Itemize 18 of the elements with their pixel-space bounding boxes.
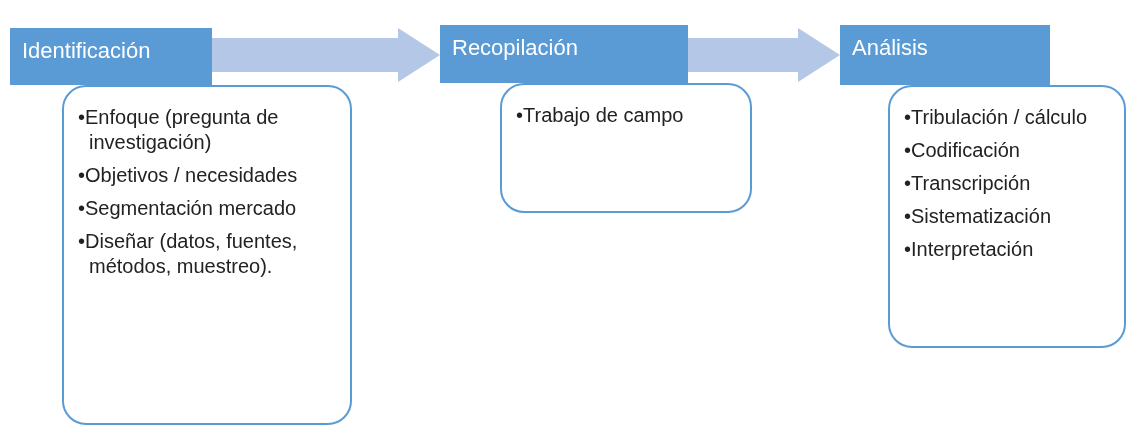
bullet-item: •Objetivos / necesidades [78,163,299,188]
content-box [62,85,352,425]
arrow [688,28,840,82]
bullet-item: •Segmentación mercado [78,196,298,221]
arrow [212,28,440,82]
bullet-item: •Trabajo de campo [516,103,685,128]
header-box: Recopilación [440,25,688,83]
bullet-item: •Transcripción [904,171,1032,196]
bullet-item: •Enfoque (pregunta de investigación) [78,105,280,155]
bullet-item: •Diseñar (datos, fuentes, métodos, muestreo). [78,229,299,279]
content-box [888,85,1126,348]
header-box: Análisis [840,25,1050,85]
bullet-item: •Sistematización [904,204,1053,229]
header-box: Identificación [10,28,212,85]
bullet-item: •Codificación [904,138,1021,163]
bullet-item: •Interpretación [904,237,1035,262]
bullet-item: •Tribulación / cálculo [904,105,1088,130]
content-box [500,83,752,213]
